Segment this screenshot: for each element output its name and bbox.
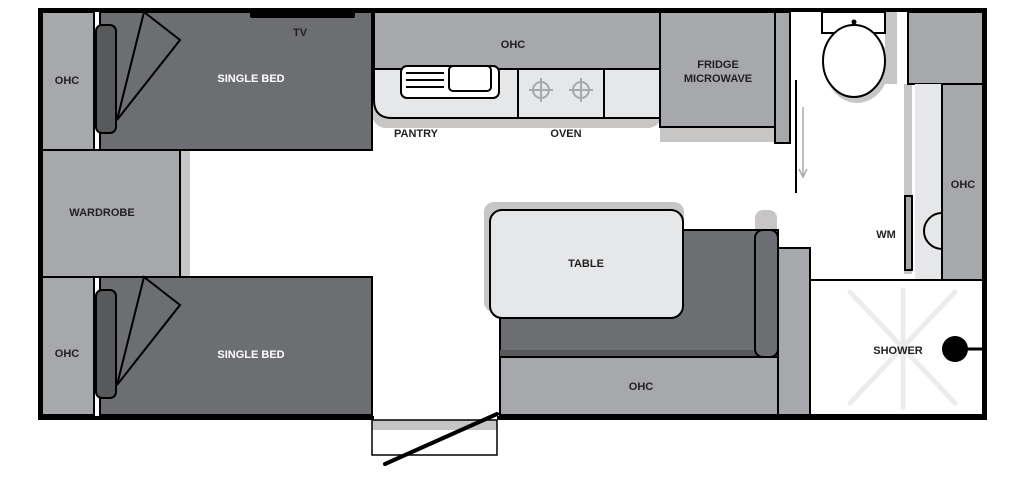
wardrobe	[41, 149, 181, 278]
outer-wall	[38, 8, 987, 420]
pillow-top	[95, 24, 117, 134]
bedding-fold-top	[116, 10, 182, 121]
table-label: TABLE	[568, 258, 604, 270]
table	[489, 209, 684, 319]
dinette-backrest	[754, 229, 779, 358]
ohc-top-right	[907, 11, 984, 85]
vanity	[915, 84, 942, 280]
ohc-kitchen	[373, 11, 661, 70]
stove	[517, 68, 605, 119]
ohc-dinette-label: OHC	[629, 381, 654, 393]
entry-step	[371, 419, 498, 456]
burner-icon	[529, 78, 593, 102]
wm-panel	[904, 195, 913, 271]
tv-icon	[250, 11, 355, 18]
pantry-label: PANTRY	[394, 128, 439, 140]
ohc-bottom-left	[41, 276, 95, 416]
toilet-icon	[822, 24, 886, 98]
ohc-top-left	[41, 11, 95, 151]
wm-label: WM	[876, 229, 896, 241]
wardrobe-shadow	[180, 150, 190, 277]
ohc-right-label: OHC	[951, 179, 976, 191]
pillow-bottom	[95, 289, 117, 399]
bedding-fold-bottom	[116, 275, 182, 386]
tv-label: TV	[293, 27, 308, 39]
partition-panel	[774, 11, 791, 144]
shower-label: SHOWER	[873, 345, 923, 357]
wardrobe-label: WARDROBE	[69, 207, 134, 219]
ohc-dinette	[499, 356, 779, 416]
basin-icon	[923, 212, 943, 250]
entry-door[interactable]	[383, 412, 499, 466]
fridge-microwave	[659, 11, 776, 128]
microwave-label: MICROWAVE	[684, 73, 752, 85]
side-cabinet	[777, 247, 811, 416]
oven-label: OVEN	[550, 128, 581, 140]
ohc-top-left-label: OHC	[55, 75, 80, 87]
wm-shadow	[904, 84, 912, 274]
single-bed-bottom-label: SINGLE BED	[217, 349, 284, 361]
ohc-right	[941, 83, 984, 281]
fridge-label: FRIDGE	[697, 59, 739, 71]
shower-floor-x	[847, 287, 958, 411]
ohc-kitchen-label: OHC	[501, 39, 526, 51]
single-bed-top-label: SINGLE BED	[217, 73, 284, 85]
ohc-bottom-left-label: OHC	[55, 348, 80, 360]
